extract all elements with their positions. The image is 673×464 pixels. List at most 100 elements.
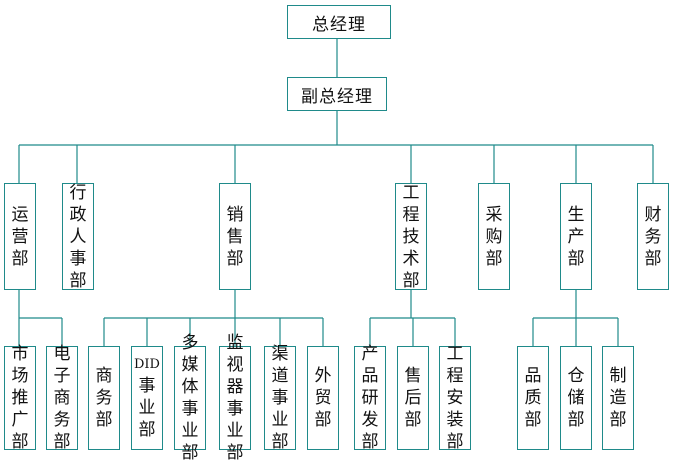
node-sub-eng-1: 产品研发部 <box>354 344 386 452</box>
node-label-character: 部 <box>181 443 199 463</box>
node-label-character: 工 <box>402 182 420 203</box>
node-label-character: 程 <box>402 204 420 225</box>
node-label-character: 道 <box>271 366 289 386</box>
node-label-character: 事 <box>138 376 156 396</box>
node-label-character: 业 <box>271 410 289 430</box>
node-label-character: 装 <box>446 410 464 430</box>
node-sub-production-1: 品质部 <box>517 346 549 450</box>
node-label-character: 事 <box>271 388 289 408</box>
node-label-character: 部 <box>404 410 422 430</box>
node-label-character: 部 <box>524 410 542 430</box>
node-label-character: 部 <box>609 410 627 430</box>
node-label-character: 财 <box>644 204 662 225</box>
node-label-character: 部 <box>402 270 420 291</box>
node-label-character: 务 <box>53 410 71 430</box>
node-label-character: 部 <box>138 420 156 440</box>
node-sub-sales-2: DID 事业部 <box>131 346 163 450</box>
node-label-character: 业 <box>138 398 156 418</box>
node-label-character: 行 <box>69 182 87 203</box>
node-label-character: 购 <box>485 226 503 247</box>
node-label-character: 品 <box>524 366 542 386</box>
node-sub-sales-6: 外贸部 <box>307 346 339 450</box>
node-label-character: 发 <box>361 410 379 430</box>
node-label-character: 程 <box>446 366 464 386</box>
node-label-character: 场 <box>11 366 29 386</box>
node-dept-ops: 运营部 <box>4 183 36 290</box>
node-label-character: 部 <box>11 248 29 269</box>
node-label-character: 运 <box>11 204 29 225</box>
node-label-character: 部 <box>95 410 113 430</box>
node-label-character: 广 <box>11 410 29 430</box>
node-label-character: 部 <box>644 248 662 269</box>
node-label-character: 工 <box>446 344 464 364</box>
node-label-character: 售 <box>404 366 422 386</box>
node-label-character: 技 <box>402 226 420 247</box>
node-label-character: 产 <box>361 344 379 364</box>
node-label-character: 销 <box>226 204 244 225</box>
node-label-character: 部 <box>69 270 87 291</box>
node-label-character: 事 <box>69 248 87 269</box>
node-label-character: 品 <box>361 366 379 386</box>
node-dept-purchasing: 采购部 <box>478 183 510 290</box>
node-label-character: 部 <box>11 432 29 452</box>
node-label-character: 研 <box>361 388 379 408</box>
node-label-character: 渠 <box>271 344 289 364</box>
node-label-character: 监 <box>226 333 244 353</box>
node-label-character: 部 <box>485 248 503 269</box>
node-label-character: 部 <box>446 432 464 452</box>
node-label-character: 部 <box>226 248 244 269</box>
node-sub-ops-1: 市场推广部 <box>4 344 36 452</box>
node-label-character: 务 <box>95 388 113 408</box>
node-label-character: 后 <box>404 388 422 408</box>
node-label-character: 体 <box>181 377 199 397</box>
node-sub-eng-2: 售后部 <box>397 346 429 450</box>
node-label-character: 质 <box>524 388 542 408</box>
node-label-character: 部 <box>361 432 379 452</box>
node-label-character: 储 <box>567 388 585 408</box>
node-label-character: 部 <box>314 410 332 430</box>
node-sub-sales-5: 渠道事业部 <box>264 344 296 452</box>
node-sub-production-3: 制造部 <box>602 346 634 450</box>
node-label-character: 媒 <box>181 355 199 375</box>
node-label-character: 事 <box>181 399 199 419</box>
node-label-character: 造 <box>609 388 627 408</box>
node-label-character: 务 <box>644 226 662 247</box>
node-label-character: 业 <box>226 421 244 441</box>
node-label-character: 商 <box>95 366 113 386</box>
node-dept-sales: 销售部 <box>219 183 251 290</box>
node-label-character: DID <box>134 357 160 372</box>
node-label-character: 视 <box>226 355 244 375</box>
node-label-character: 部 <box>226 443 244 463</box>
node-label-character: 多 <box>181 333 199 353</box>
node-label-character: 生 <box>567 204 585 225</box>
node-sub-eng-3: 工程安装部 <box>439 344 471 452</box>
node-label-character: 制 <box>609 366 627 386</box>
node-sub-sales-1: 商务部 <box>88 346 120 450</box>
node-label-character: 采 <box>485 204 503 225</box>
node-dept-eng: 工程技术部 <box>395 182 427 291</box>
node-label-character: 市 <box>11 344 29 364</box>
node-label-character: 事 <box>226 399 244 419</box>
node-label-character: 仓 <box>567 366 585 386</box>
node-dept-finance: 财务部 <box>637 183 669 290</box>
node-label-character: 产 <box>567 226 585 247</box>
node-label-character: 器 <box>226 377 244 397</box>
node-label-character: 电 <box>53 344 71 364</box>
node-label-character: 商 <box>53 388 71 408</box>
node-label-character: 部 <box>271 432 289 452</box>
node-dept-production: 生产部 <box>560 183 592 290</box>
node-general-manager: 总经理 <box>287 5 391 39</box>
node-sub-production-2: 仓储部 <box>560 346 592 450</box>
node-deputy-general-manager: 副总经理 <box>287 77 387 111</box>
node-label-character: 推 <box>11 388 29 408</box>
node-sub-sales-3: 多媒体事业部 <box>174 333 206 463</box>
node-label-character: 部 <box>53 432 71 452</box>
node-label-character: 政 <box>69 204 87 225</box>
node-label-character: 子 <box>53 366 71 386</box>
node-label-character: 营 <box>11 226 29 247</box>
node-label-character: 人 <box>69 226 87 247</box>
node-sub-ops-2: 电子商务部 <box>46 344 78 452</box>
node-label-character: 部 <box>567 410 585 430</box>
node-label-character: 业 <box>181 421 199 441</box>
